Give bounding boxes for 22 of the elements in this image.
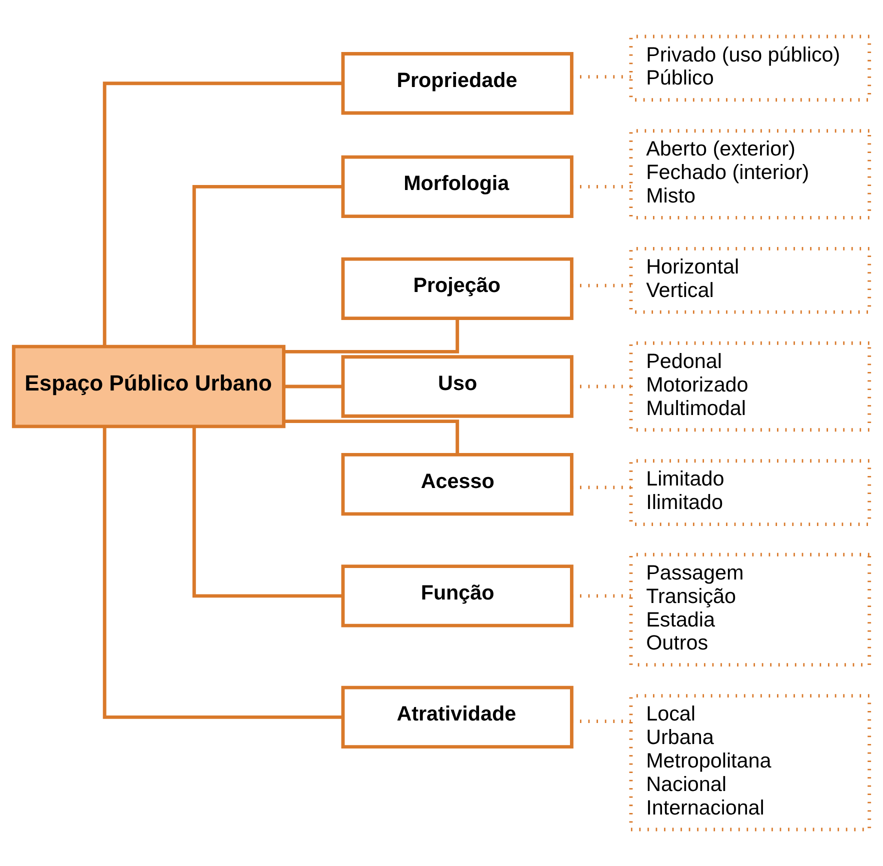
connector (102, 427, 343, 719)
node-box: Acesso (341, 452, 574, 516)
node-box: Horizontal Vertical (629, 246, 872, 314)
node-box: Local Urbana Metropolitana Nacional Internacional (629, 694, 872, 832)
node-box: Atratividade (341, 686, 574, 749)
node-box: Limitado Ilimitado (629, 459, 872, 526)
connector (102, 82, 343, 346)
node-box: Aberto (exterior) Fechado (interior) Misto (629, 129, 872, 220)
node-box: Uso (341, 355, 574, 418)
node-box: Função (341, 564, 574, 628)
connector (192, 184, 343, 346)
node-box: Projeção (341, 257, 574, 320)
connector (192, 426, 343, 598)
node-box: Pedonal Motorizado Multimodal (629, 341, 872, 432)
connector (284, 420, 460, 455)
connector (284, 318, 460, 354)
node-box: Morfologia (341, 155, 574, 218)
connector (284, 384, 343, 388)
node-box: Propriedade (341, 52, 574, 115)
node-box: Passagem Transição Estadia Outros (629, 552, 872, 667)
node-box: Privado (uso público) Público (629, 34, 872, 102)
node-box: Espaço Público Urbano (12, 344, 286, 428)
